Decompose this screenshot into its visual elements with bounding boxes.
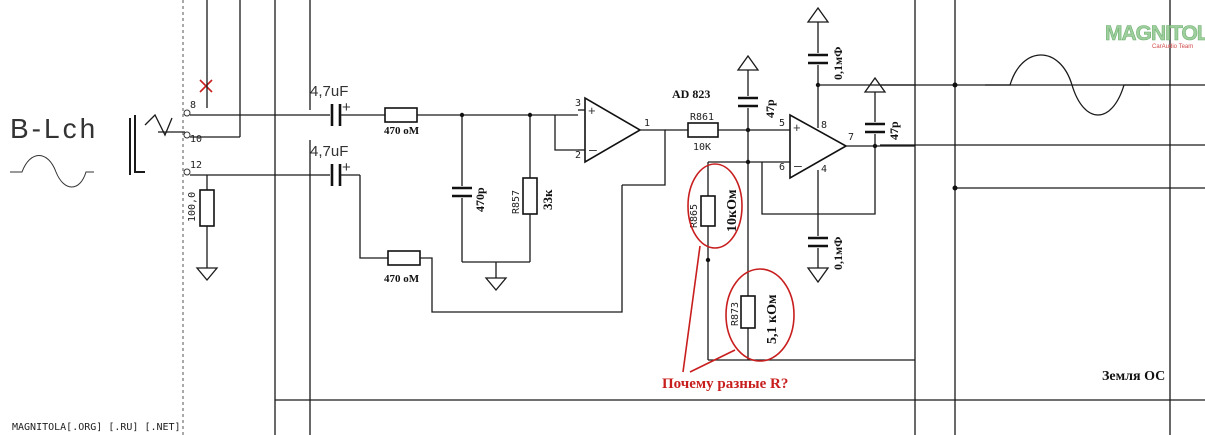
opamp2-plus-sign: + — [793, 120, 801, 135]
resistor-r857-id: R857 — [511, 190, 522, 214]
cap-input-top-label: 4,7uF — [310, 83, 348, 100]
resistor-470-top-label: 470 оМ — [384, 125, 420, 137]
annotation-text: Почему разные R? — [662, 376, 788, 392]
supply-arrow-4 — [806, 267, 830, 284]
resistor-r861-value: 10K — [693, 142, 711, 153]
resistor-100-label: 100,0 — [187, 192, 198, 222]
cap-47p-b-label: 47p — [887, 121, 901, 140]
sine-wave-output — [985, 54, 1150, 116]
resistor-470-top — [384, 107, 418, 123]
resistor-r857 — [522, 177, 538, 215]
resistor-r865-id: R865 — [689, 204, 700, 228]
annotation-marks — [682, 163, 795, 373]
resistor-r873 — [740, 295, 756, 329]
red-x-mark — [199, 79, 213, 93]
opamp2-pin-plus: 5 — [779, 118, 785, 129]
opamp1-minus-sign: – — [589, 141, 597, 157]
resistor-470-bottom — [387, 250, 421, 266]
ground-symbol-1 — [195, 267, 219, 282]
jack-connector — [129, 109, 191, 176]
opamp2-minus-sign: – — [794, 157, 802, 173]
resistor-470-bottom-label: 470 оМ — [384, 273, 420, 285]
cap-input-bottom-label: 4,7uF — [310, 143, 348, 160]
magnitola-logo: MAGNITOLA CarAudio Team — [1105, 22, 1205, 50]
resistor-r861 — [687, 122, 719, 138]
frame-lines — [182, 0, 1205, 435]
resistor-100 — [199, 189, 215, 227]
ground-label: Земля ОС — [1102, 369, 1165, 384]
logo-sub: CarAudio Team — [1152, 44, 1193, 50]
watermark: MAGNITOLA[.ORG] [.RU] [.NET] — [12, 422, 181, 433]
opamp1-pin-minus: 2 — [575, 150, 581, 161]
opamp-2 — [789, 113, 848, 180]
cap-01-bottom-label: 0,1мФ — [831, 237, 845, 270]
pin-10-label: 10 — [190, 134, 202, 145]
logo-main: MAGNITOLA — [1105, 22, 1205, 45]
opamp2-name: AD 823 — [672, 87, 710, 101]
resistor-r865 — [700, 195, 716, 227]
opamp1-plus-sign: + — [588, 103, 596, 118]
supply-arrow-3 — [806, 6, 830, 23]
opamp2-pin-minus: 6 — [779, 162, 785, 173]
resistor-r861-id: R861 — [690, 112, 714, 123]
opamp-1 — [584, 96, 642, 164]
pin-8-label: 8 — [190, 100, 196, 111]
cap-input-top-plus: + — [342, 99, 351, 116]
pin-12-label: 12 — [190, 160, 202, 171]
opamp1-pin-out: 1 — [644, 118, 650, 129]
opamp1-pin-plus: 3 — [575, 98, 581, 109]
resistor-r857-value: 33к — [540, 189, 555, 210]
sine-icon — [10, 155, 94, 188]
cap-470p-label: 470p — [473, 187, 487, 212]
resistor-r873-value: 5,1 кОм — [765, 294, 780, 344]
cap-01-top-label: 0,1мФ — [831, 47, 845, 80]
supply-arrow-1 — [736, 54, 760, 71]
ground-symbol-2 — [484, 277, 508, 292]
cap-47p-a-label: 47p — [763, 99, 777, 118]
channel-label: B-Lch — [10, 113, 98, 144]
resistor-r865-value: 10кОм — [725, 189, 740, 232]
resistor-r873-id: R873 — [730, 302, 741, 326]
cap-input-bottom-plus: + — [342, 159, 351, 176]
opamp2-pin-vplus: 8 — [821, 120, 827, 131]
opamp2-pin-vminus: 4 — [821, 164, 827, 175]
opamp2-pin-out: 7 — [848, 132, 854, 143]
